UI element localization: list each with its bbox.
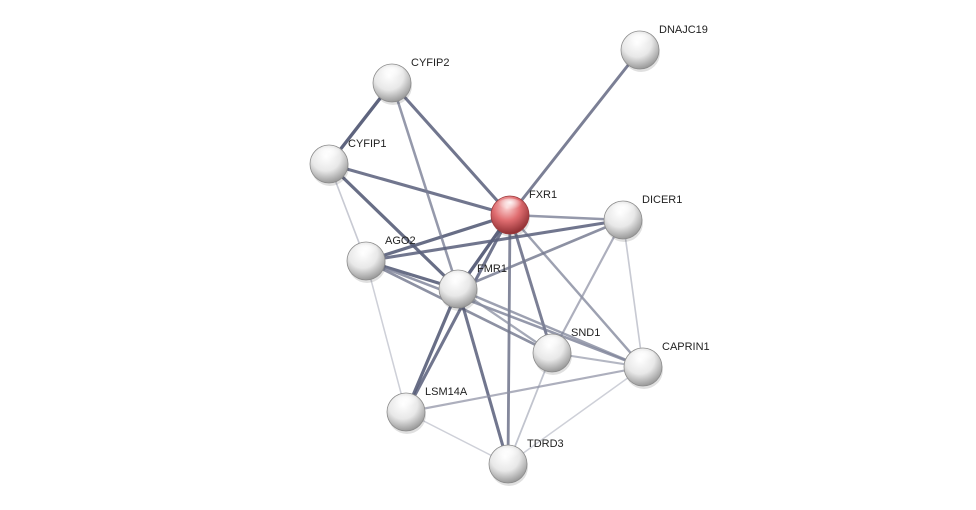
edge-ago2-lsm14a[interactable] [365, 260, 407, 413]
node-highlight [352, 244, 380, 261]
node-label-dnajc19: DNAJC19 [659, 24, 708, 36]
node-highlight [444, 272, 472, 289]
edge-dicer1-ago2[interactable] [364, 218, 625, 263]
node-dnajc19[interactable]: DNAJC19 [620, 24, 708, 72]
edge-snd1-tdrd3[interactable] [507, 352, 553, 465]
node-dicer1[interactable]: DICER1 [603, 194, 682, 242]
node-lsm14a[interactable]: LSM14A [386, 386, 468, 434]
node-caprin1[interactable]: CAPRIN1 [623, 341, 710, 389]
node-highlight [315, 147, 343, 164]
node-layer: FXR1 DNAJC19CYFIP2CYFIP1DICER1AGO2FMR1SND… [309, 24, 710, 486]
node-fxr1[interactable]: FXR1 [490, 189, 557, 237]
node-label-fmr1: FMR1 [477, 263, 507, 275]
edge-ago2-caprin1[interactable] [364, 259, 645, 369]
node-fmr1[interactable]: FMR1 [438, 263, 507, 311]
edge-caprin1-tdrd3[interactable] [507, 366, 644, 465]
node-cyfip1[interactable]: CYFIP1 [309, 138, 387, 186]
edge-fmr1-tdrd3[interactable] [456, 287, 510, 466]
node-highlight [626, 33, 654, 50]
node-highlight [629, 350, 657, 367]
node-label-dicer1: DICER1 [642, 194, 682, 206]
edge-fxr1-cyfip1[interactable] [327, 162, 512, 217]
node-label-cyfip1: CYFIP1 [348, 138, 387, 150]
node-highlight [392, 395, 420, 412]
node-label-tdrd3: TDRD3 [527, 438, 564, 450]
node-label-ago2: AGO2 [385, 235, 416, 247]
edge-caprin1-lsm14a[interactable] [404, 365, 645, 414]
node-highlight [494, 447, 522, 464]
edge-fmr1-caprin1[interactable] [456, 287, 645, 369]
edge-fxr1-cyfip2[interactable] [390, 81, 512, 217]
edge-cyfip2-fmr1[interactable] [390, 81, 460, 291]
node-label-fxr1: FXR1 [529, 189, 557, 201]
edge-dicer1-fmr1[interactable] [456, 218, 625, 291]
edge-fxr1-ago2[interactable] [364, 213, 512, 263]
edge-fmr1-lsm14a[interactable] [404, 287, 460, 414]
edge-fxr1-lsm14a[interactable] [404, 213, 512, 414]
node-highlight [609, 203, 637, 220]
node-highlight [496, 198, 524, 215]
node-label-snd1: SND1 [571, 327, 600, 339]
node-cyfip2[interactable]: CYFIP2 [372, 57, 450, 105]
node-tdrd3[interactable]: TDRD3 [488, 438, 564, 486]
edge-dicer1-snd1[interactable] [550, 218, 625, 355]
node-highlight [538, 336, 566, 353]
edge-fxr1-dnajc19[interactable] [508, 48, 642, 217]
edge-dicer1-caprin1[interactable] [622, 219, 644, 368]
edge-fxr1-tdrd3[interactable] [506, 213, 512, 466]
edge-fxr1-caprin1[interactable] [508, 213, 645, 369]
node-highlight [378, 66, 406, 83]
edge-cyfip1-fmr1[interactable] [327, 162, 460, 291]
node-label-caprin1: CAPRIN1 [662, 341, 710, 353]
node-label-lsm14a: LSM14A [425, 386, 468, 398]
node-label-cyfip2: CYFIP2 [411, 57, 450, 69]
node-snd1[interactable]: SND1 [532, 327, 600, 375]
node-ago2[interactable]: AGO2 [346, 235, 416, 283]
